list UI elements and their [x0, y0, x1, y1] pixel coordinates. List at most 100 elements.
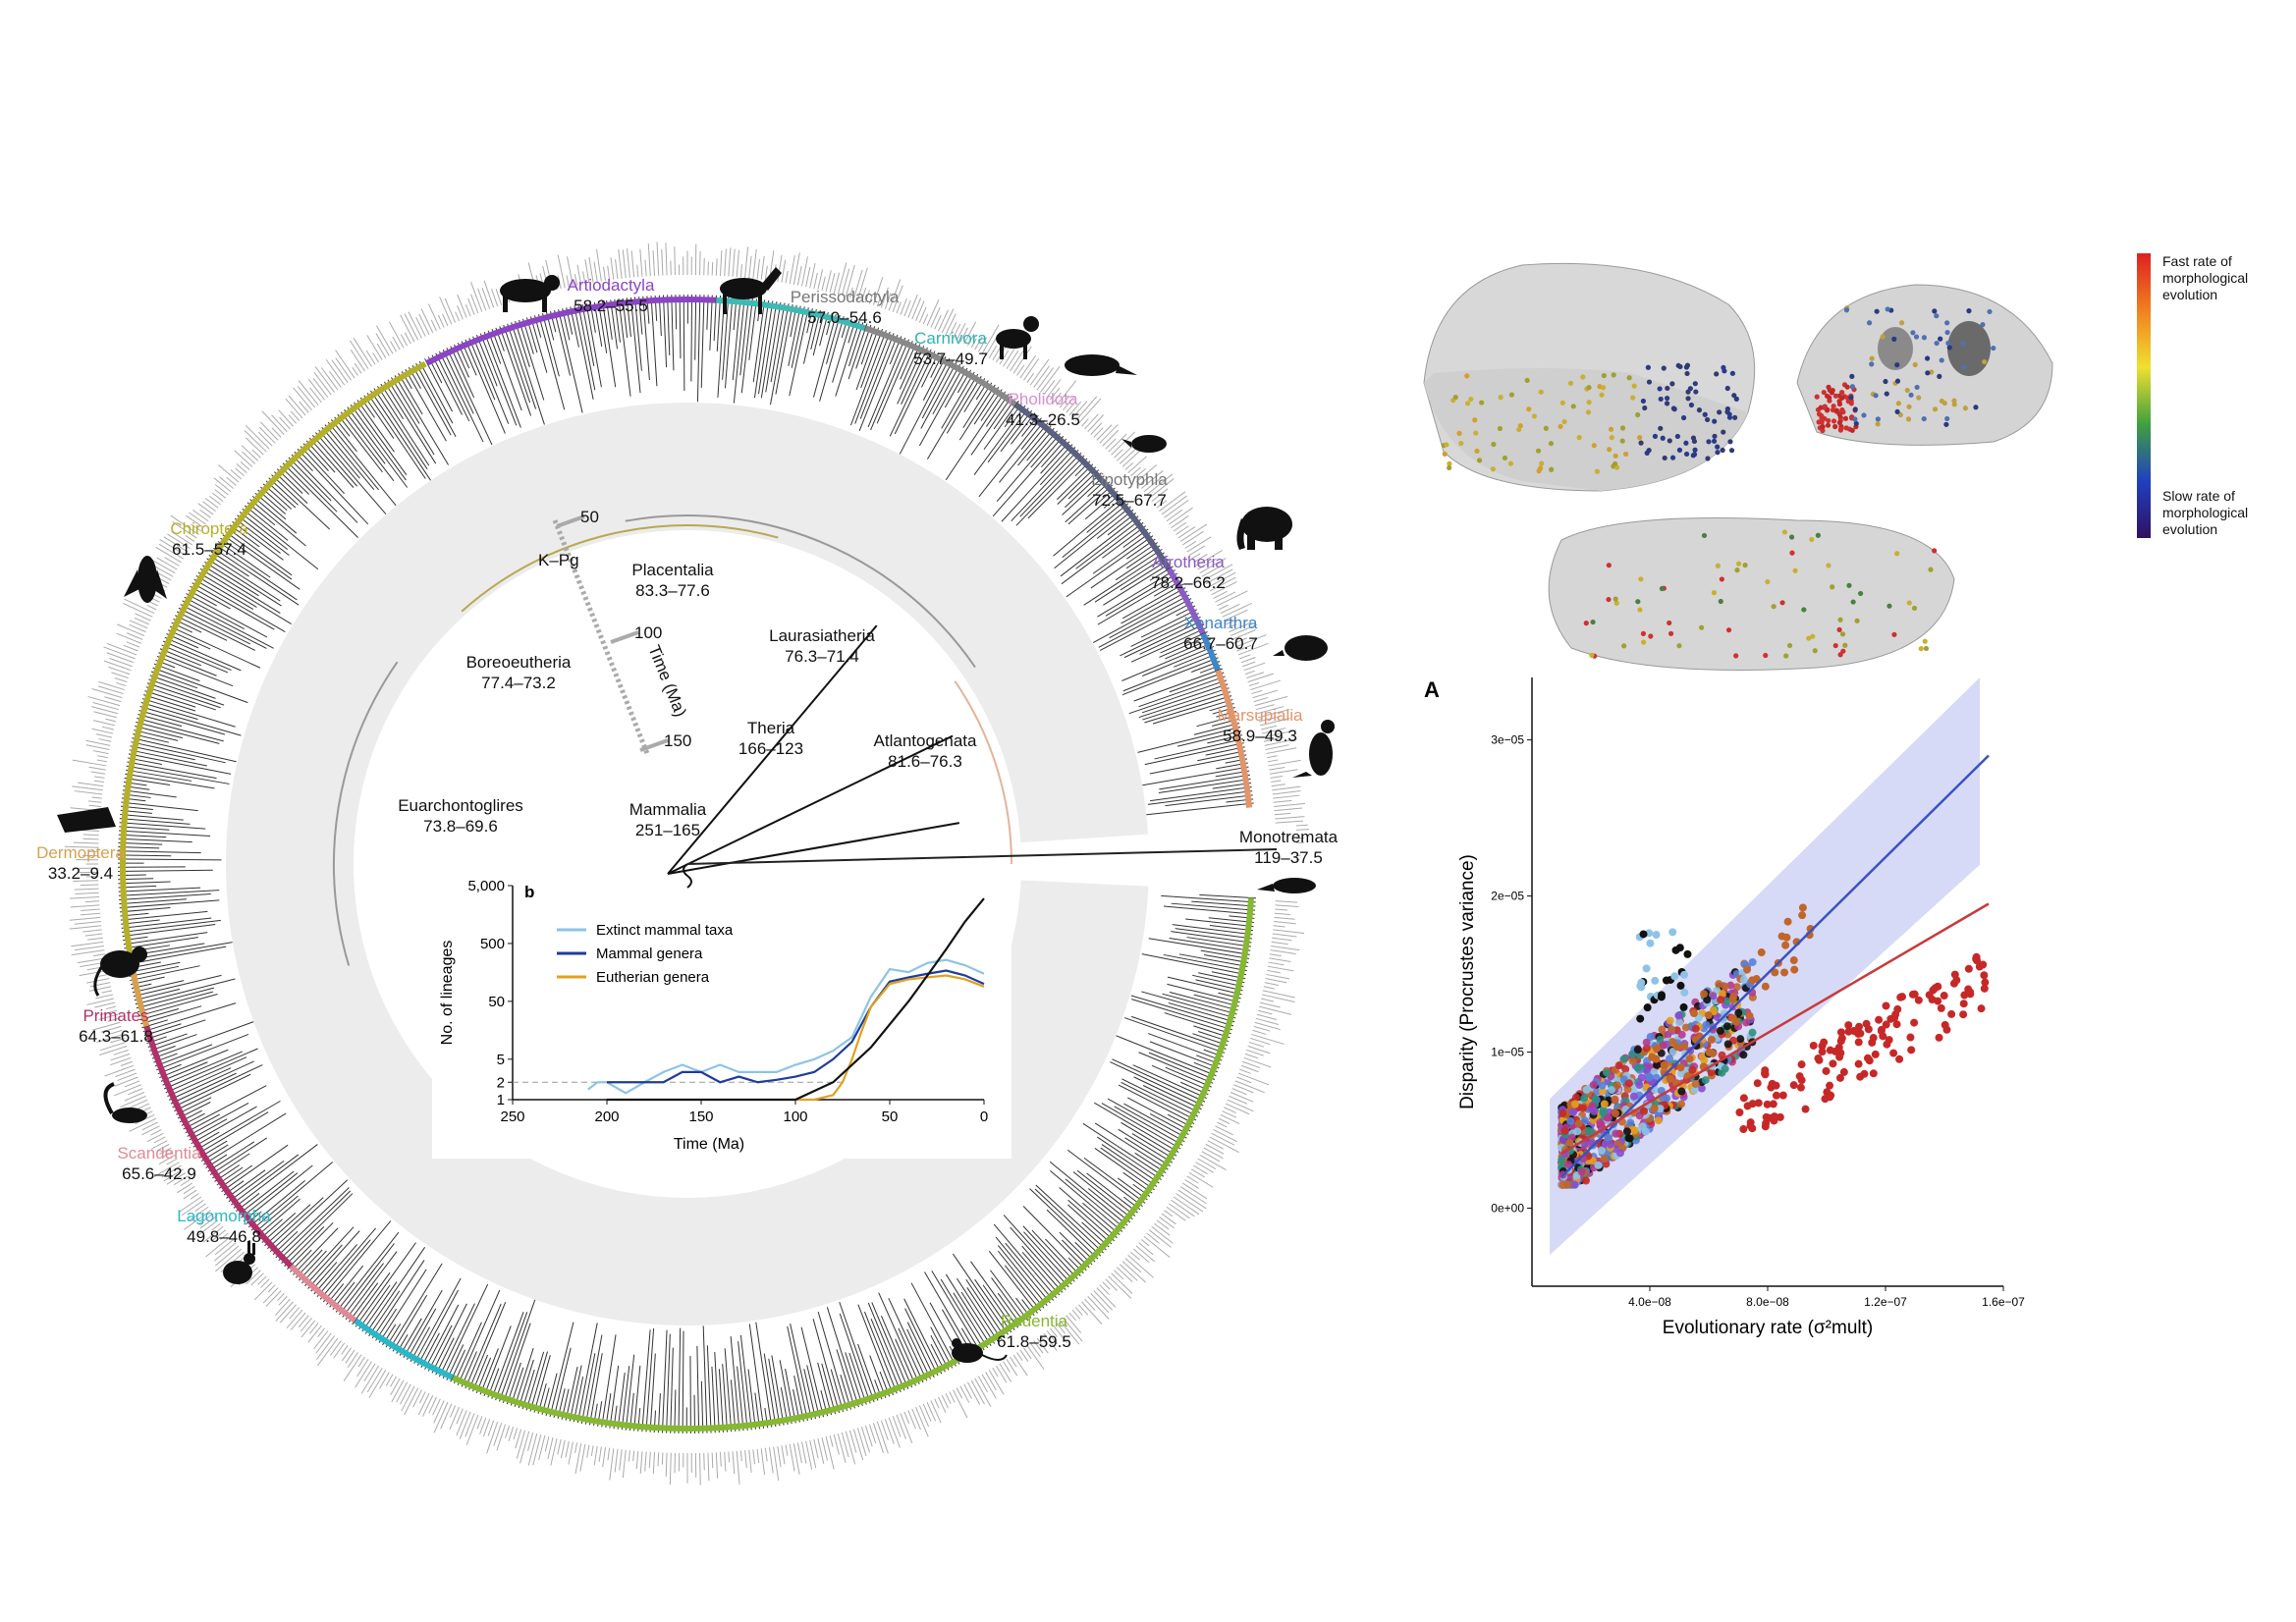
fringe-spike: [1186, 536, 1212, 553]
tip-branch: [878, 1292, 920, 1384]
tip-branch: [906, 1322, 935, 1378]
scatter-point: [1745, 1011, 1754, 1020]
landmark-dot: [1692, 381, 1698, 387]
landmark-dot: [1937, 373, 1942, 379]
tip-branch: [1121, 1081, 1197, 1121]
scatter-point: [1658, 1025, 1667, 1034]
tip-branch: [983, 400, 1019, 451]
fringe-spike: [194, 1203, 207, 1213]
fringe-spike: [198, 1213, 214, 1224]
fringe-spike: [335, 350, 355, 379]
tip-branch: [554, 309, 572, 376]
fringe-spike: [92, 720, 115, 727]
tip-branch: [431, 354, 463, 415]
fringe-spike: [1261, 994, 1295, 1003]
node-arc: [461, 524, 779, 613]
landmark-dot: [1692, 447, 1698, 453]
fringe-spike: [622, 1449, 627, 1479]
fringe-spike: [105, 1005, 116, 1010]
fringe-spike: [963, 1383, 972, 1399]
scatter-point: [1975, 962, 1984, 971]
landmark-dot: [1905, 416, 1912, 422]
fringe-spike: [1254, 1021, 1281, 1031]
fringe-spike: [82, 929, 102, 933]
fringe-spike: [1273, 925, 1285, 928]
fringe-spike: [1193, 553, 1208, 564]
tip-branch: [159, 1049, 229, 1078]
tip-branch: [1045, 1238, 1081, 1276]
fringe-spike: [1255, 704, 1275, 711]
landmark-dot: [1825, 422, 1831, 428]
clade-dates: 57.0–54.6: [807, 308, 882, 327]
scatter-point: [1797, 1060, 1806, 1069]
fringe-spike: [588, 256, 594, 283]
fringe-spike: [1260, 718, 1290, 727]
tip-branch: [457, 1289, 501, 1385]
fringe-spike: [477, 288, 487, 311]
landmark-dot: [1635, 411, 1641, 418]
fringe-spike: [661, 248, 664, 276]
tip-branch: [1159, 634, 1210, 658]
tip-branch: [819, 316, 845, 402]
tip-branch: [383, 381, 437, 464]
fringe-spike: [260, 1278, 270, 1288]
scatter-point: [1677, 1030, 1686, 1039]
tip-branch: [1165, 794, 1253, 807]
scatter-point: [1871, 1050, 1880, 1058]
fringe-spike: [1217, 1121, 1228, 1128]
fringe-spike: [71, 941, 104, 947]
tip-branch: [717, 296, 726, 398]
fringe-spike: [124, 1092, 145, 1102]
fringe-spike: [1138, 1242, 1154, 1256]
tip-branch: [191, 582, 275, 630]
landmark-dot: [1827, 395, 1832, 401]
fringe-spike: [476, 1416, 483, 1430]
fringe-spike: [635, 1450, 639, 1470]
node-dates: 81.6–76.3: [888, 752, 962, 771]
time-axis-tick-label: 50: [580, 508, 599, 526]
tip-branch: [870, 1318, 902, 1392]
tip-branch: [1101, 1144, 1160, 1184]
fringe-spike: [1275, 908, 1288, 911]
fringe-spike: [211, 1229, 227, 1242]
fringe-spike: [1250, 1037, 1271, 1046]
fringe-spike: [1233, 1084, 1254, 1094]
scatter-point: [1783, 917, 1792, 926]
fringe-spike: [1108, 433, 1127, 453]
tip-branch: [802, 308, 817, 364]
fringe-spike: [1262, 730, 1297, 738]
fringe-spike: [352, 366, 358, 376]
fringe-spike: [1182, 530, 1204, 546]
fringe-spike: [609, 1448, 615, 1481]
inset-legend-label: Eutherian genera: [596, 969, 710, 986]
landmark-dot: [1814, 394, 1820, 400]
tip-branch: [193, 578, 286, 632]
fringe-spike: [1247, 673, 1274, 683]
landmark-dot: [1474, 448, 1480, 454]
scatter-point: [1580, 1094, 1589, 1103]
fringe-spike: [833, 272, 841, 294]
tip-branch: [848, 1352, 867, 1405]
fringe-spike: [325, 358, 346, 386]
clade-arc: [1013, 402, 1172, 571]
landmark-dot: [1842, 415, 1849, 421]
tip-branch: [118, 850, 201, 854]
tip-branch: [1126, 1097, 1191, 1132]
scatter-point: [1854, 1059, 1863, 1068]
landmark-dot: [1658, 396, 1664, 403]
fringe-spike: [744, 246, 749, 278]
tip-branch: [392, 1294, 428, 1352]
scatter-point: [1570, 1180, 1579, 1189]
fringe-spike: [1207, 571, 1236, 588]
fringe-spike: [1275, 904, 1299, 908]
scatter-point: [1654, 1116, 1663, 1125]
tip-branch: [1161, 894, 1256, 903]
fringe-spike: [444, 297, 457, 323]
scatter-point: [1614, 1061, 1623, 1070]
fringe-spike: [181, 1200, 204, 1216]
landmark-dot: [1664, 401, 1670, 406]
fringe-spike: [313, 1330, 329, 1350]
tip-branch: [1062, 503, 1129, 559]
scatter-point: [1690, 1086, 1699, 1095]
